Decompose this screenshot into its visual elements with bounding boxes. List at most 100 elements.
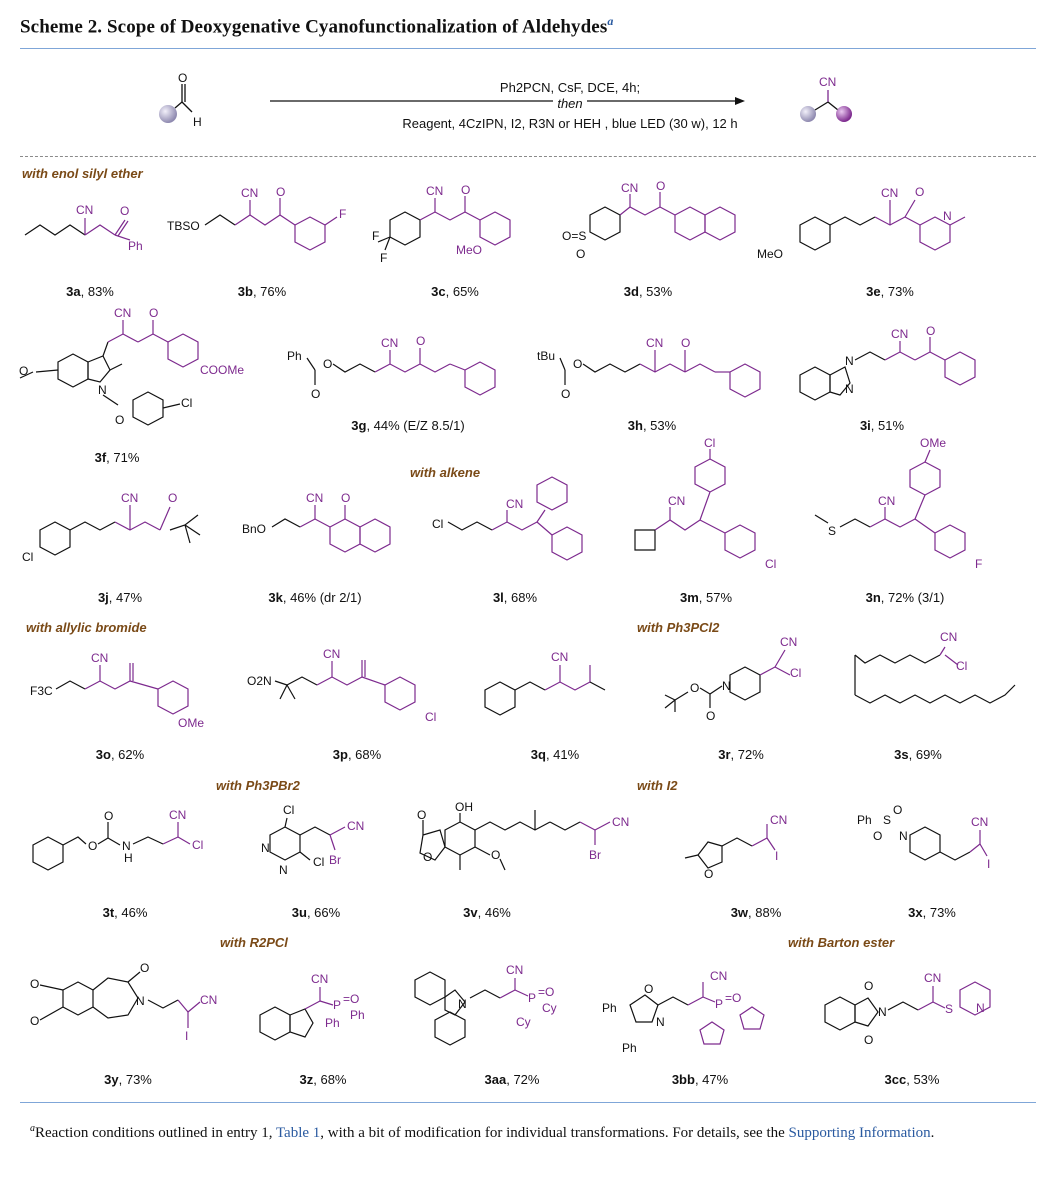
svg-text:Ph: Ph xyxy=(857,813,872,827)
svg-text:Ph: Ph xyxy=(287,349,302,363)
structure-3z: CN P =O Ph Ph xyxy=(259,972,365,1041)
svg-text:CN: CN xyxy=(668,494,685,508)
svg-text:CN: CN xyxy=(924,971,941,985)
svg-text:S: S xyxy=(828,524,836,538)
svg-text:P: P xyxy=(333,998,341,1012)
svg-text:O: O xyxy=(864,979,873,993)
svg-text:I: I xyxy=(987,857,990,871)
svg-text:Ph: Ph xyxy=(622,1041,637,1055)
svg-text:CN: CN xyxy=(91,651,108,665)
structure-3v: OH O O O CN Br xyxy=(417,800,629,871)
svg-text:Ph: Ph xyxy=(602,1001,617,1015)
svg-text:Ph: Ph xyxy=(128,239,143,253)
svg-text:O: O xyxy=(461,183,470,197)
svg-text:CN: CN xyxy=(940,630,957,644)
svg-text:F: F xyxy=(372,229,379,243)
svg-text:Br: Br xyxy=(589,848,601,862)
label-3cc: 3cc, 53% xyxy=(884,1072,940,1087)
structure-3n: OMe S CN F xyxy=(814,436,982,571)
label-3a: 3a, 83% xyxy=(66,284,114,299)
structure-3c: F F CN O MeO xyxy=(372,183,511,265)
svg-text:BnO: BnO xyxy=(242,522,266,536)
label-3y: 3y, 73% xyxy=(104,1072,152,1087)
svg-text:N: N xyxy=(845,382,854,396)
svg-text:O: O xyxy=(893,803,902,817)
svg-text:O: O xyxy=(926,324,935,338)
structure-3o: F3C CN OMe xyxy=(30,651,204,730)
svg-text:N: N xyxy=(136,994,145,1008)
svg-text:CN: CN xyxy=(323,647,340,661)
structure-3bb: Ph Ph O N CN P =O xyxy=(602,969,765,1055)
svg-text:CN: CN xyxy=(971,815,988,829)
label-3q: 3q, 41% xyxy=(530,747,580,762)
svg-text:O: O xyxy=(417,808,426,822)
svg-text:I: I xyxy=(775,849,778,863)
svg-text:N: N xyxy=(98,383,107,397)
svg-text:O=S: O=S xyxy=(562,229,586,243)
svg-text:O: O xyxy=(140,961,149,975)
svg-text:N: N xyxy=(845,354,854,368)
label-3n: 3n, 72% (3/1) xyxy=(865,590,945,605)
svg-text:N: N xyxy=(458,997,467,1011)
structure-3x: Ph S O O N CN I xyxy=(857,803,990,871)
svg-text:O: O xyxy=(644,982,653,996)
svg-text:F: F xyxy=(975,557,982,571)
label-3m: 3m, 57% xyxy=(679,590,733,605)
table-1-link[interactable]: Table 1 xyxy=(275,1125,321,1141)
svg-text:Cl: Cl xyxy=(432,517,443,531)
svg-text:O: O xyxy=(573,357,582,371)
svg-text:P: P xyxy=(528,991,536,1005)
structure-3a: CN O Ph xyxy=(24,203,143,253)
label-3f: 3f, 71% xyxy=(94,450,140,465)
svg-text:=O: =O xyxy=(538,985,554,999)
svg-text:=O: =O xyxy=(725,991,741,1005)
svg-text:CN: CN xyxy=(780,635,797,649)
svg-text:CN: CN xyxy=(121,491,138,505)
general-reaction: O H CN xyxy=(159,71,852,129)
svg-text:COOMe: COOMe xyxy=(200,363,244,377)
svg-text:CN: CN xyxy=(241,186,258,200)
svg-text:O: O xyxy=(120,204,129,218)
svg-text:CN: CN xyxy=(347,819,364,833)
svg-text:O: O xyxy=(704,867,713,881)
supporting-information-link[interactable]: Supporting Information xyxy=(788,1125,931,1141)
structure-3e: MeO CN O N xyxy=(757,185,966,261)
svg-text:Cl: Cl xyxy=(425,710,436,724)
svg-text:CN: CN xyxy=(710,969,727,983)
svg-text:N: N xyxy=(656,1015,665,1029)
svg-text:CN: CN xyxy=(506,963,523,977)
top-rule xyxy=(20,48,1036,49)
product-purple-sphere-icon xyxy=(836,106,852,122)
svg-text:O: O xyxy=(491,848,500,862)
svg-text:CN: CN xyxy=(770,813,787,827)
label-3i: 3i, 51% xyxy=(859,418,905,433)
svg-text:CN: CN xyxy=(114,306,131,320)
reaction-conditions-2: then xyxy=(330,96,810,111)
svg-text:O: O xyxy=(873,829,882,843)
label-3r: 3r, 72% xyxy=(718,747,764,762)
label-3v: 3v, 46% xyxy=(463,905,511,920)
svg-text:OMe: OMe xyxy=(920,436,946,450)
svg-text:O: O xyxy=(341,491,350,505)
label-3b: 3b, 76% xyxy=(237,284,287,299)
svg-text:O: O xyxy=(168,491,177,505)
svg-text:Cl: Cl xyxy=(181,396,192,410)
svg-text:Cl: Cl xyxy=(790,666,801,680)
svg-text:Cl: Cl xyxy=(704,436,715,450)
svg-text:CN: CN xyxy=(169,808,186,822)
structure-3g: Ph O O CN O xyxy=(287,334,496,401)
section-allylic: with allylic bromide xyxy=(26,620,147,635)
svg-text:S: S xyxy=(883,813,891,827)
svg-text:CN: CN xyxy=(506,497,523,511)
svg-text:O: O xyxy=(104,809,113,823)
label-3c: 3c, 65% xyxy=(431,284,479,299)
svg-text:N: N xyxy=(878,1005,887,1019)
svg-text:Br: Br xyxy=(329,853,341,867)
structure-3aa: N CN P =O Cy Cy xyxy=(414,963,557,1046)
svg-text:Cl: Cl xyxy=(956,659,967,673)
svg-text:O: O xyxy=(30,977,39,991)
svg-text:Cy: Cy xyxy=(542,1001,557,1015)
svg-text:O: O xyxy=(690,681,699,695)
svg-text:O: O xyxy=(311,387,320,401)
svg-text:Cl: Cl xyxy=(192,838,203,852)
